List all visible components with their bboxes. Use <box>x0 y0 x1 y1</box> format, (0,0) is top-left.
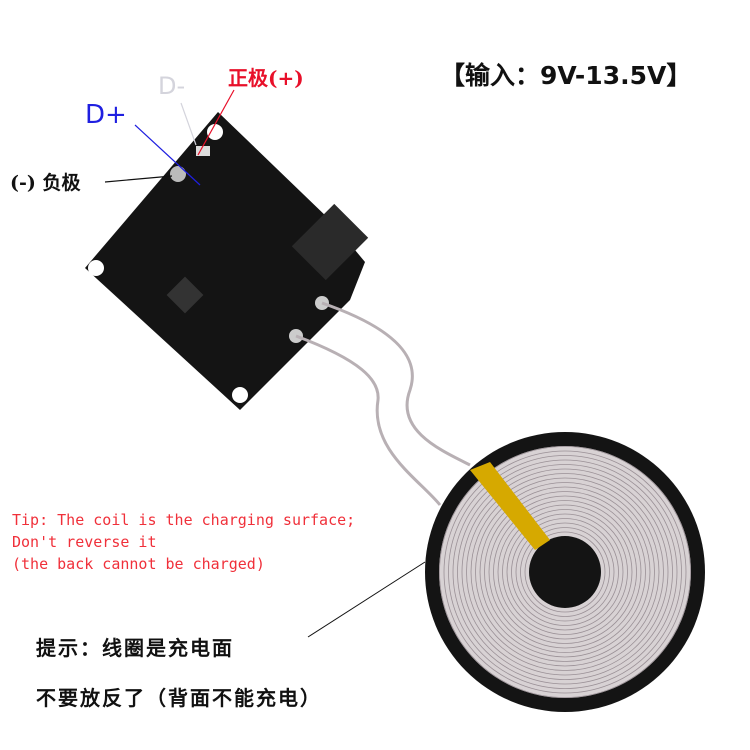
tip-en-line-2: Don't reverse it <box>12 533 157 551</box>
kapton-tape <box>470 462 550 550</box>
coil-turn <box>520 527 610 617</box>
tip-en-line-1: Tip: The coil is the charging surface; <box>12 511 356 529</box>
tip-en-line-3: (the back cannot be charged) <box>12 555 265 573</box>
coil-turn <box>506 513 624 631</box>
coil-turn <box>466 473 664 671</box>
charging-coil <box>425 432 705 712</box>
coil-turn <box>479 486 651 658</box>
coil-turn <box>470 477 660 667</box>
coil-turn <box>452 459 678 685</box>
annotation-lines <box>104 89 426 638</box>
coil-turn <box>443 450 687 694</box>
tip-cn-line-1: 提示：线圈是充电面 <box>36 636 234 660</box>
coil-turn <box>484 491 646 653</box>
wireless-charger-board <box>85 112 369 410</box>
coil-turn <box>488 495 642 649</box>
d-plus-label: D+ <box>85 100 127 130</box>
coil-turn <box>475 482 655 662</box>
positive-label: 正极(+) <box>228 66 304 90</box>
coil-turn <box>457 464 673 680</box>
negative-label: (-) 负极 <box>10 172 81 194</box>
coil-turn <box>493 500 637 644</box>
coil-turn <box>502 509 628 635</box>
tip-cn-line-2: 不要放反了（背面不能充电） <box>36 686 322 710</box>
chip <box>166 276 204 314</box>
coil-wires <box>295 301 471 506</box>
dc-jack <box>291 203 369 281</box>
coil-turn <box>515 522 615 622</box>
coil-turn <box>511 518 619 626</box>
input-voltage-spec: 【输入：9V-13.5V】 <box>440 61 692 90</box>
coil-turn <box>524 531 606 613</box>
coil-turn <box>448 455 682 689</box>
d-minus-label: D- <box>158 72 186 100</box>
coil-turn <box>439 446 691 698</box>
coil-turn <box>461 468 669 676</box>
coil-turn <box>497 504 633 640</box>
